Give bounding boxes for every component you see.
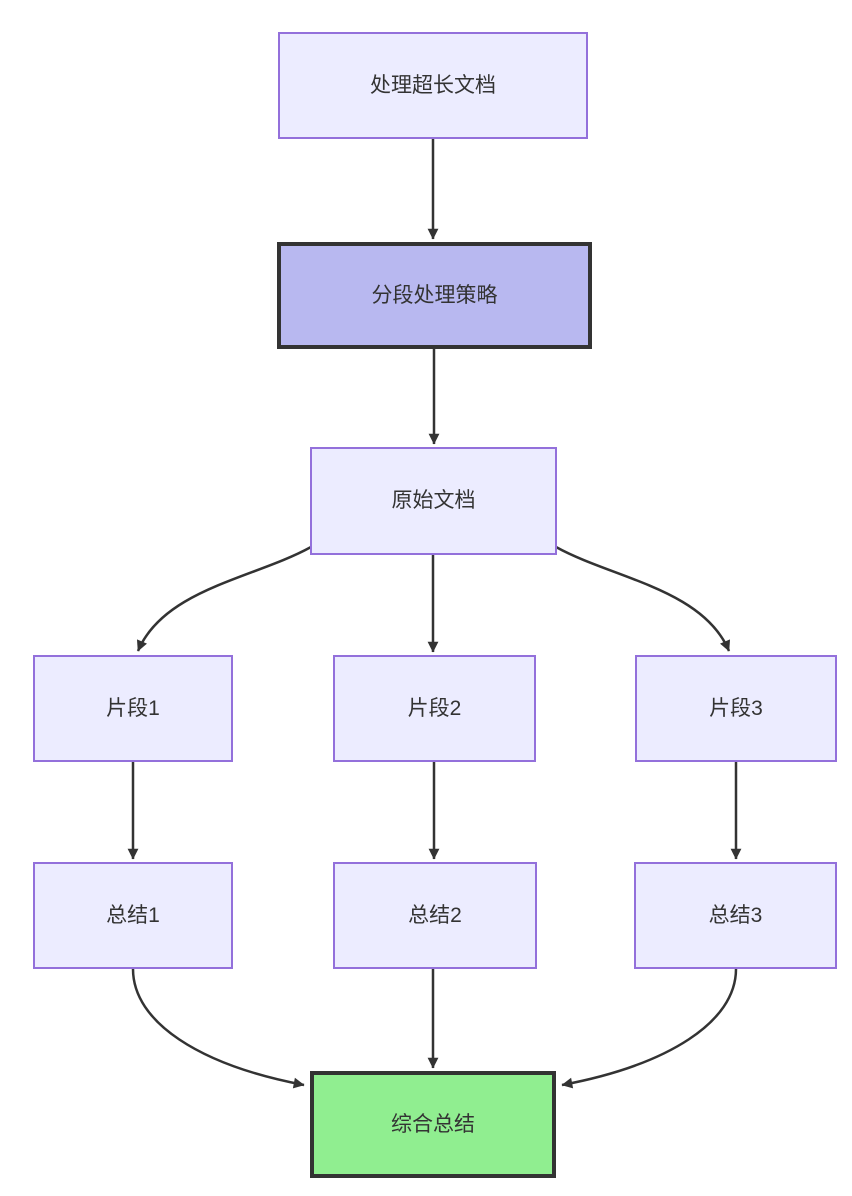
node-label: 综合总结 — [391, 1112, 475, 1136]
node-summary-1: 总结1 — [33, 862, 233, 969]
node-final-summary: 综合总结 — [310, 1071, 556, 1178]
edge-original-to-fragment1 — [136, 545, 312, 652]
node-label: 总结3 — [708, 903, 763, 927]
node-segment-strategy: 分段处理策略 — [277, 242, 592, 349]
node-summary-2: 总结2 — [333, 862, 537, 969]
node-original-doc: 原始文档 — [310, 447, 557, 555]
node-fragment-2: 片段2 — [333, 655, 536, 762]
edge-summary3-to-final — [561, 968, 738, 1089]
node-label: 处理超长文档 — [370, 73, 496, 97]
node-label: 片段2 — [407, 696, 462, 720]
node-label: 分段处理策略 — [371, 283, 498, 307]
node-process-long-doc: 处理超长文档 — [278, 32, 588, 139]
node-summary-3: 总结3 — [634, 862, 837, 969]
node-label: 原始文档 — [391, 489, 476, 513]
edge-original-to-fragment3 — [555, 545, 731, 652]
node-fragment-3: 片段3 — [635, 655, 837, 762]
node-label: 总结1 — [106, 903, 160, 927]
node-label: 总结2 — [408, 903, 462, 927]
node-fragment-1: 片段1 — [33, 655, 233, 762]
edge-summary1-to-final — [131, 968, 305, 1089]
node-label: 片段1 — [106, 696, 160, 720]
node-label: 片段3 — [709, 696, 763, 720]
